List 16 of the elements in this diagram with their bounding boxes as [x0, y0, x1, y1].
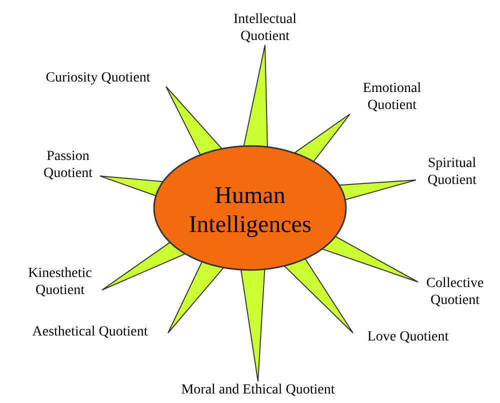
quotient-label: Spiritual Quotient: [407, 155, 497, 189]
spike-connector: [166, 86, 224, 158]
quotient-label: Moral and Ethical Quotient: [148, 382, 368, 398]
center-title: Human Intelligences: [188, 182, 312, 240]
spike-connector: [168, 259, 226, 334]
quotient-label: Kinesthetic Quotient: [5, 265, 115, 299]
quotient-label: Love Quotient: [353, 328, 463, 346]
quotient-label: Intellectual Quotient: [210, 11, 320, 45]
spike-connector: [282, 256, 354, 334]
center-ellipse: [153, 145, 347, 271]
quotient-label: Passion Quotient: [28, 148, 108, 182]
quotient-label: Emotional Quotient: [347, 80, 437, 114]
quotient-label: Collective Quotient: [410, 275, 500, 309]
quotient-label: Aesthetical Quotient: [10, 324, 170, 340]
spike-connector: [242, 44, 268, 150]
quotient-label: Curiosity Quotient: [23, 70, 173, 86]
